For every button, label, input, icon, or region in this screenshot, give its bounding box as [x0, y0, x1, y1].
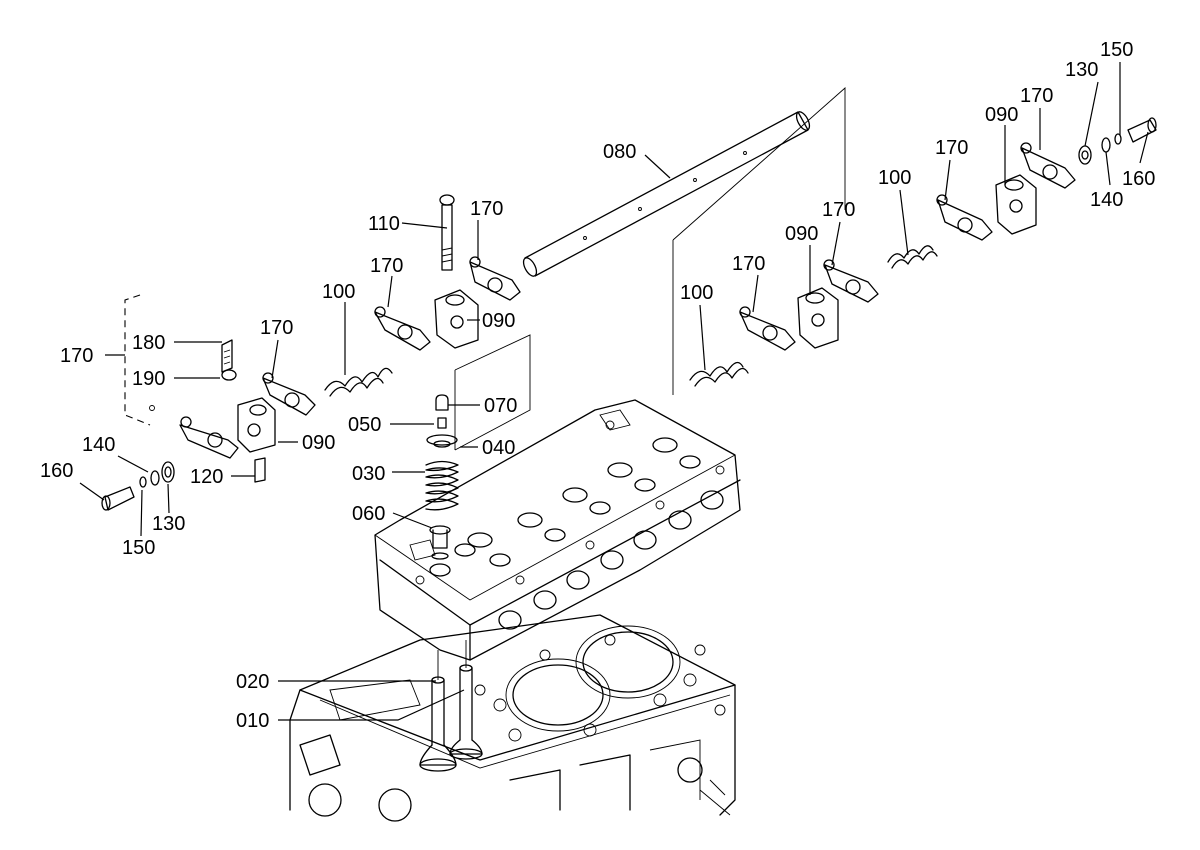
left-rocker-assembly — [101, 194, 521, 511]
valve-spring-stack — [425, 394, 459, 560]
callout-labels: 150 130 170 090 160 140 170 100 080 090 … — [40, 39, 1155, 732]
callout-090: 090 — [302, 432, 335, 454]
callout-060: 060 — [352, 503, 385, 525]
callout-130: 130 — [1065, 59, 1098, 81]
callout-130: 130 — [152, 513, 185, 535]
callout-170: 170 — [822, 199, 855, 221]
callout-090: 090 — [482, 310, 515, 332]
callout-170: 170 — [935, 137, 968, 159]
callout-180: 180 — [132, 332, 165, 354]
callout-100: 100 — [680, 282, 713, 304]
callout-120: 120 — [190, 466, 223, 488]
callout-080: 080 — [603, 141, 636, 163]
callout-150: 150 — [1100, 39, 1133, 61]
callout-040: 040 — [482, 437, 515, 459]
cylinder-head — [374, 399, 741, 661]
callout-150: 150 — [122, 537, 155, 559]
callout-170: 170 — [732, 253, 765, 275]
callout-160: 160 — [40, 460, 73, 482]
callout-190: 190 — [132, 368, 165, 390]
callout-140: 140 — [1090, 189, 1123, 211]
section-outlines — [454, 87, 846, 451]
callout-110: 110 — [368, 213, 400, 235]
callout-050: 050 — [348, 414, 381, 436]
callout-170: 170 — [1020, 85, 1053, 107]
callout-030: 030 — [352, 463, 385, 485]
callout-100: 100 — [322, 281, 355, 303]
leader-lines — [79, 62, 1149, 721]
callout-090: 090 — [785, 223, 818, 245]
valves — [419, 640, 483, 772]
right-rocker-assembly — [689, 117, 1157, 387]
callout-170: 170 — [60, 345, 93, 367]
cylinder-block — [289, 614, 736, 822]
callout-170: 170 — [370, 255, 403, 277]
callout-140: 140 — [82, 434, 115, 456]
callout-010: 010 — [236, 710, 269, 732]
callout-100: 100 — [878, 167, 911, 189]
callout-070: 070 — [484, 395, 517, 417]
callout-090: 090 — [985, 104, 1018, 126]
callout-160: 160 — [1122, 168, 1155, 190]
rocker-shaft — [522, 111, 811, 277]
callout-170: 170 — [260, 317, 293, 339]
callout-020: 020 — [236, 671, 269, 693]
callout-170: 170 — [470, 198, 503, 220]
